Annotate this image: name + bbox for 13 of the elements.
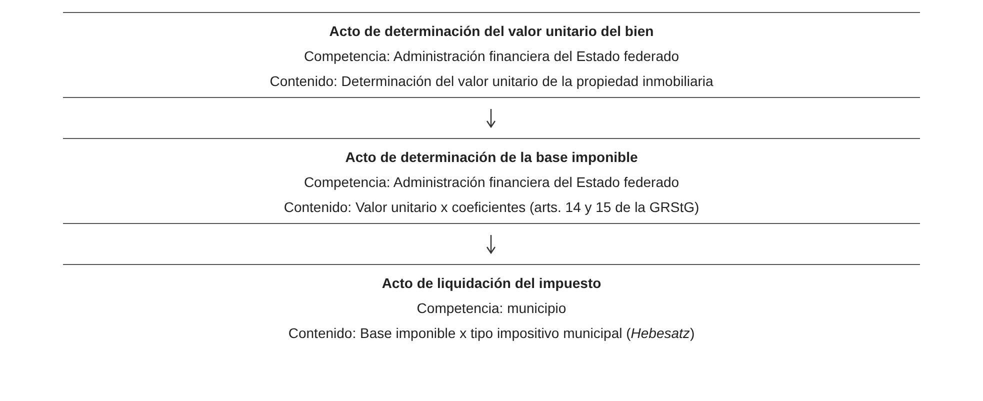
- section-heading: Acto de liquidación del impuesto: [382, 275, 602, 291]
- section-band: [63, 138, 920, 224]
- arrow: [486, 109, 496, 128]
- arrow: [486, 235, 496, 254]
- description-text: Competencia: Administración financiera del Estado federado: [304, 174, 680, 190]
- section-heading: Acto de determinación de la base imponible: [345, 149, 638, 165]
- section-heading: Acto de determinación del valor unitario del bien: [329, 23, 654, 39]
- description-text: Competencia: Administración financiera del Estado federado: [304, 48, 680, 64]
- description-text: Contenido: Determinación del valor unitario de la propiedad inmobiliaria: [270, 73, 714, 89]
- description-text: Competencia: municipio: [416, 300, 566, 316]
- section-band: [63, 12, 920, 98]
- description-text: Contenido: Valor unitario x coeficientes (arts. 14 y 15 de la GRStG): [284, 199, 700, 215]
- description-text: Contenido: Base imponible x tipo impositivo municipal (Hebesatz): [288, 325, 695, 341]
